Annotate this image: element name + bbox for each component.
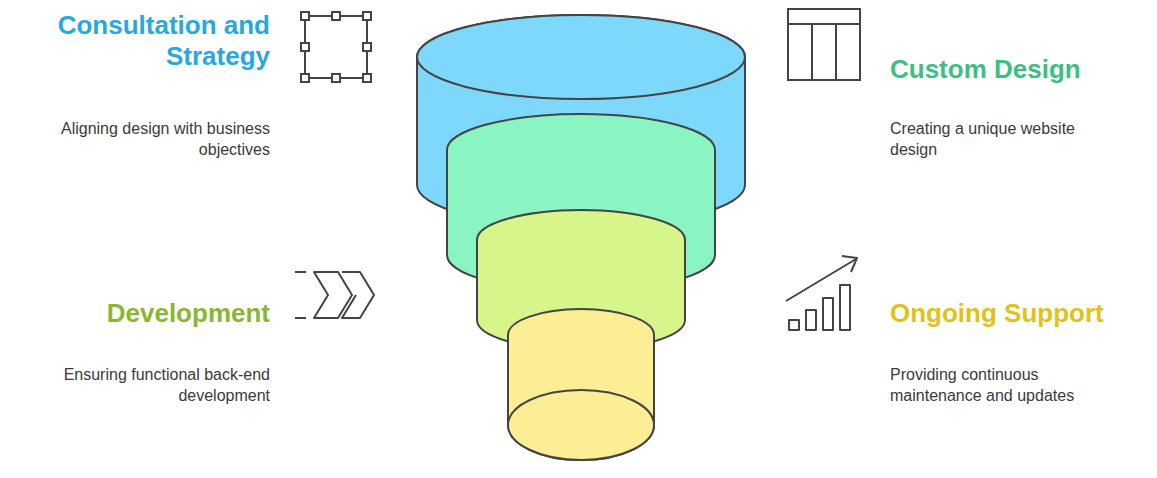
- step-description: Ensuring functional back-end development: [8, 364, 270, 406]
- step-description: Providing continuous maintenance and upd…: [890, 364, 1095, 406]
- step-heading: Consultation and Strategy: [8, 10, 270, 72]
- growth-chart-icon: [786, 256, 857, 330]
- funnel-top: [417, 15, 745, 99]
- table-icon: [788, 9, 860, 80]
- step-heading: Ongoing Support: [890, 298, 1152, 329]
- funnel-level: [508, 309, 654, 460]
- chevron-icon: [295, 272, 374, 318]
- step-description: Aligning design with business objectives: [8, 118, 270, 160]
- funnel-bottom: [508, 390, 654, 460]
- frame-icon: [301, 12, 371, 82]
- step-heading: Development: [8, 298, 270, 329]
- step-heading: Custom Design: [890, 54, 1150, 85]
- step-description: Creating a unique website design: [890, 118, 1110, 160]
